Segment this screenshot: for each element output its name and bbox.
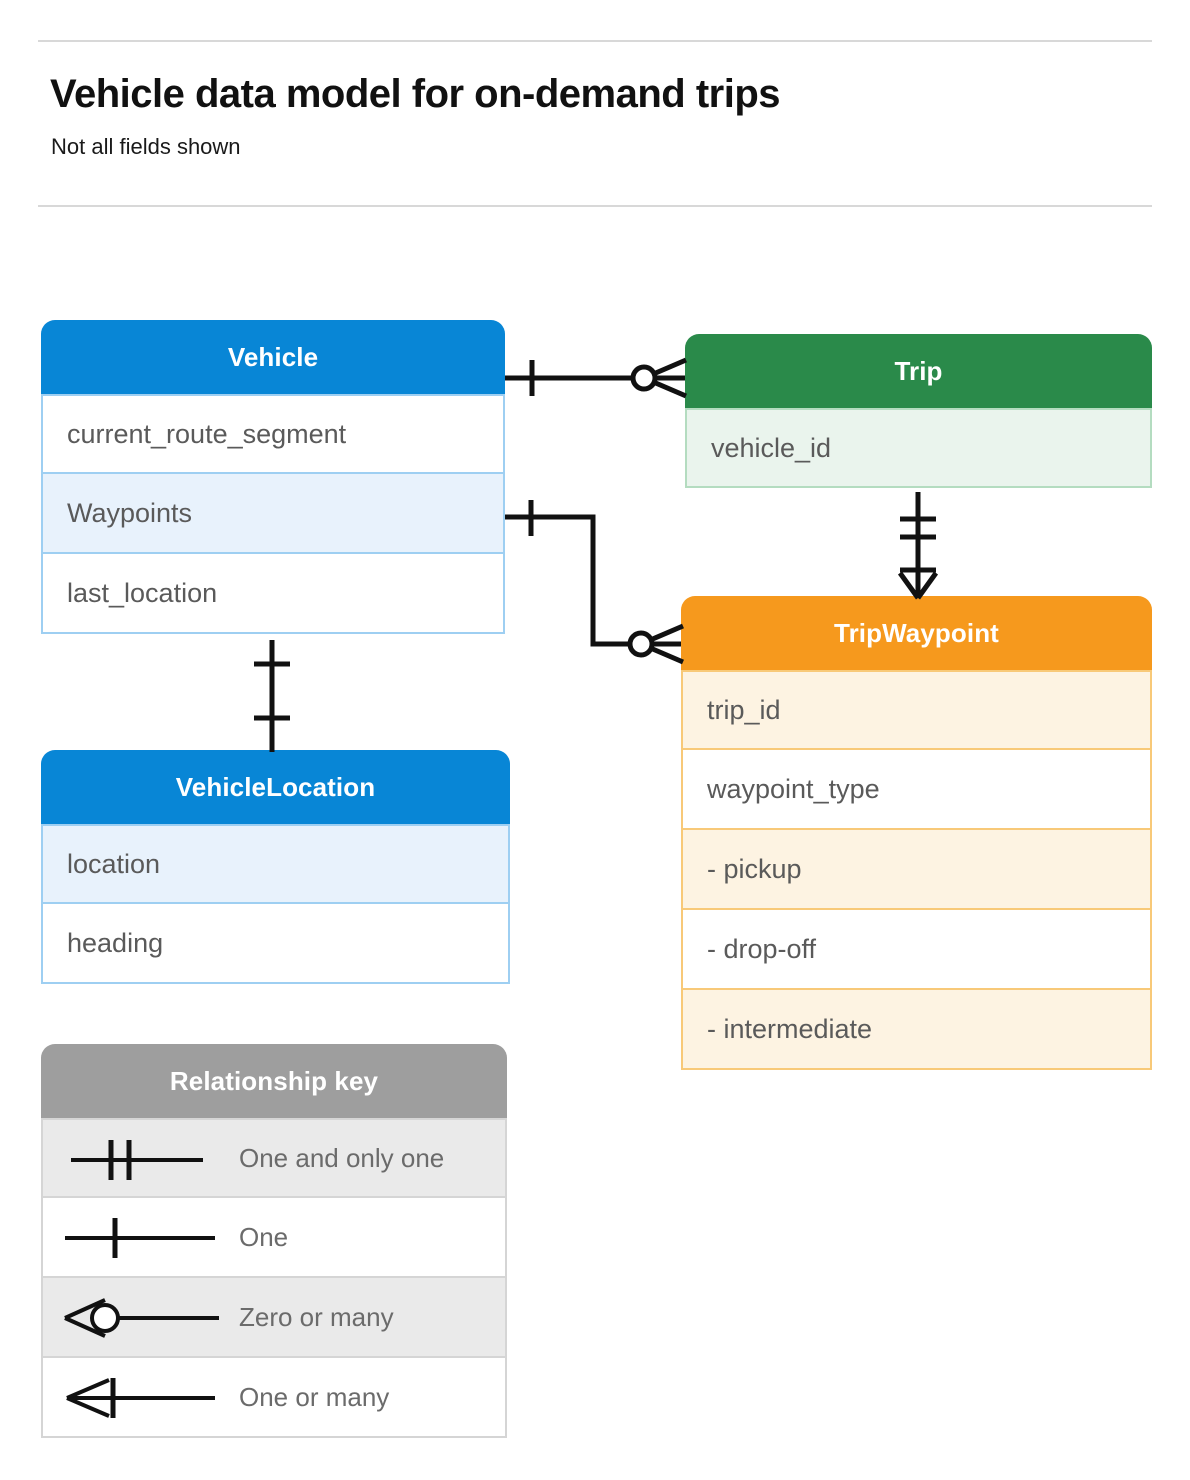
legend-row-one-and-only-one: One and only one xyxy=(41,1118,507,1198)
entity-tripwaypoint-field-2[interactable]: - pickup xyxy=(681,830,1152,910)
connector-waypoints-tripwaypoint xyxy=(505,500,684,665)
header-divider-bottom xyxy=(38,205,1152,207)
connector-vehicle-trip xyxy=(505,357,687,399)
one-icon xyxy=(43,1198,239,1276)
one-and-only-one-icon xyxy=(43,1120,239,1196)
entity-trip-field-0[interactable]: vehicle_id xyxy=(685,408,1152,488)
relationship-key-title: Relationship key xyxy=(41,1044,507,1118)
entity-vehicle[interactable]: Vehicle current_route_segment Waypoints … xyxy=(41,320,505,634)
entity-vehiclelocation[interactable]: VehicleLocation location heading xyxy=(41,750,510,984)
legend-label-one-or-many: One or many xyxy=(239,1381,390,1412)
legend-label-one: One xyxy=(239,1221,289,1252)
legend-row-one: One xyxy=(41,1198,507,1278)
legend-row-one-or-many: One or many xyxy=(41,1358,507,1438)
entity-vehicle-field-0[interactable]: current_route_segment xyxy=(41,394,505,474)
entity-vehicle-title: Vehicle xyxy=(41,320,505,394)
connector-trip-tripwaypoint xyxy=(897,492,939,600)
entity-tripwaypoint-field-1[interactable]: waypoint_type xyxy=(681,750,1152,830)
legend-label-one-and-only-one: One and only one xyxy=(239,1142,445,1173)
legend-row-zero-or-many: Zero or many xyxy=(41,1278,507,1358)
entity-trip[interactable]: Trip vehicle_id xyxy=(685,334,1152,488)
header-divider-top xyxy=(38,40,1152,42)
entity-tripwaypoint-field-0[interactable]: trip_id xyxy=(681,670,1152,750)
entity-vehiclelocation-field-0[interactable]: location xyxy=(41,824,510,904)
entity-tripwaypoint-title: TripWaypoint xyxy=(681,596,1152,670)
entity-vehiclelocation-field-1[interactable]: heading xyxy=(41,904,510,984)
entity-tripwaypoint[interactable]: TripWaypoint trip_id waypoint_type - pic… xyxy=(681,596,1152,1070)
entity-tripwaypoint-field-4[interactable]: - intermediate xyxy=(681,990,1152,1070)
entity-vehiclelocation-title: VehicleLocation xyxy=(41,750,510,824)
connector-vehicle-vehiclelocation xyxy=(254,640,290,752)
legend-label-zero-or-many: Zero or many xyxy=(239,1301,394,1332)
page-title: Vehicle data model for on-demand trips xyxy=(50,72,781,116)
entity-trip-title: Trip xyxy=(685,334,1152,408)
entity-tripwaypoint-field-3[interactable]: - drop-off xyxy=(681,910,1152,990)
one-or-many-icon xyxy=(43,1358,239,1436)
page-subtitle: Not all fields shown xyxy=(51,134,241,159)
entity-vehicle-field-2[interactable]: last_location xyxy=(41,554,505,634)
zero-or-many-icon xyxy=(43,1278,239,1356)
relationship-key-legend: Relationship key One and only one One xyxy=(41,1044,507,1438)
entity-vehicle-field-1[interactable]: Waypoints xyxy=(41,474,505,554)
